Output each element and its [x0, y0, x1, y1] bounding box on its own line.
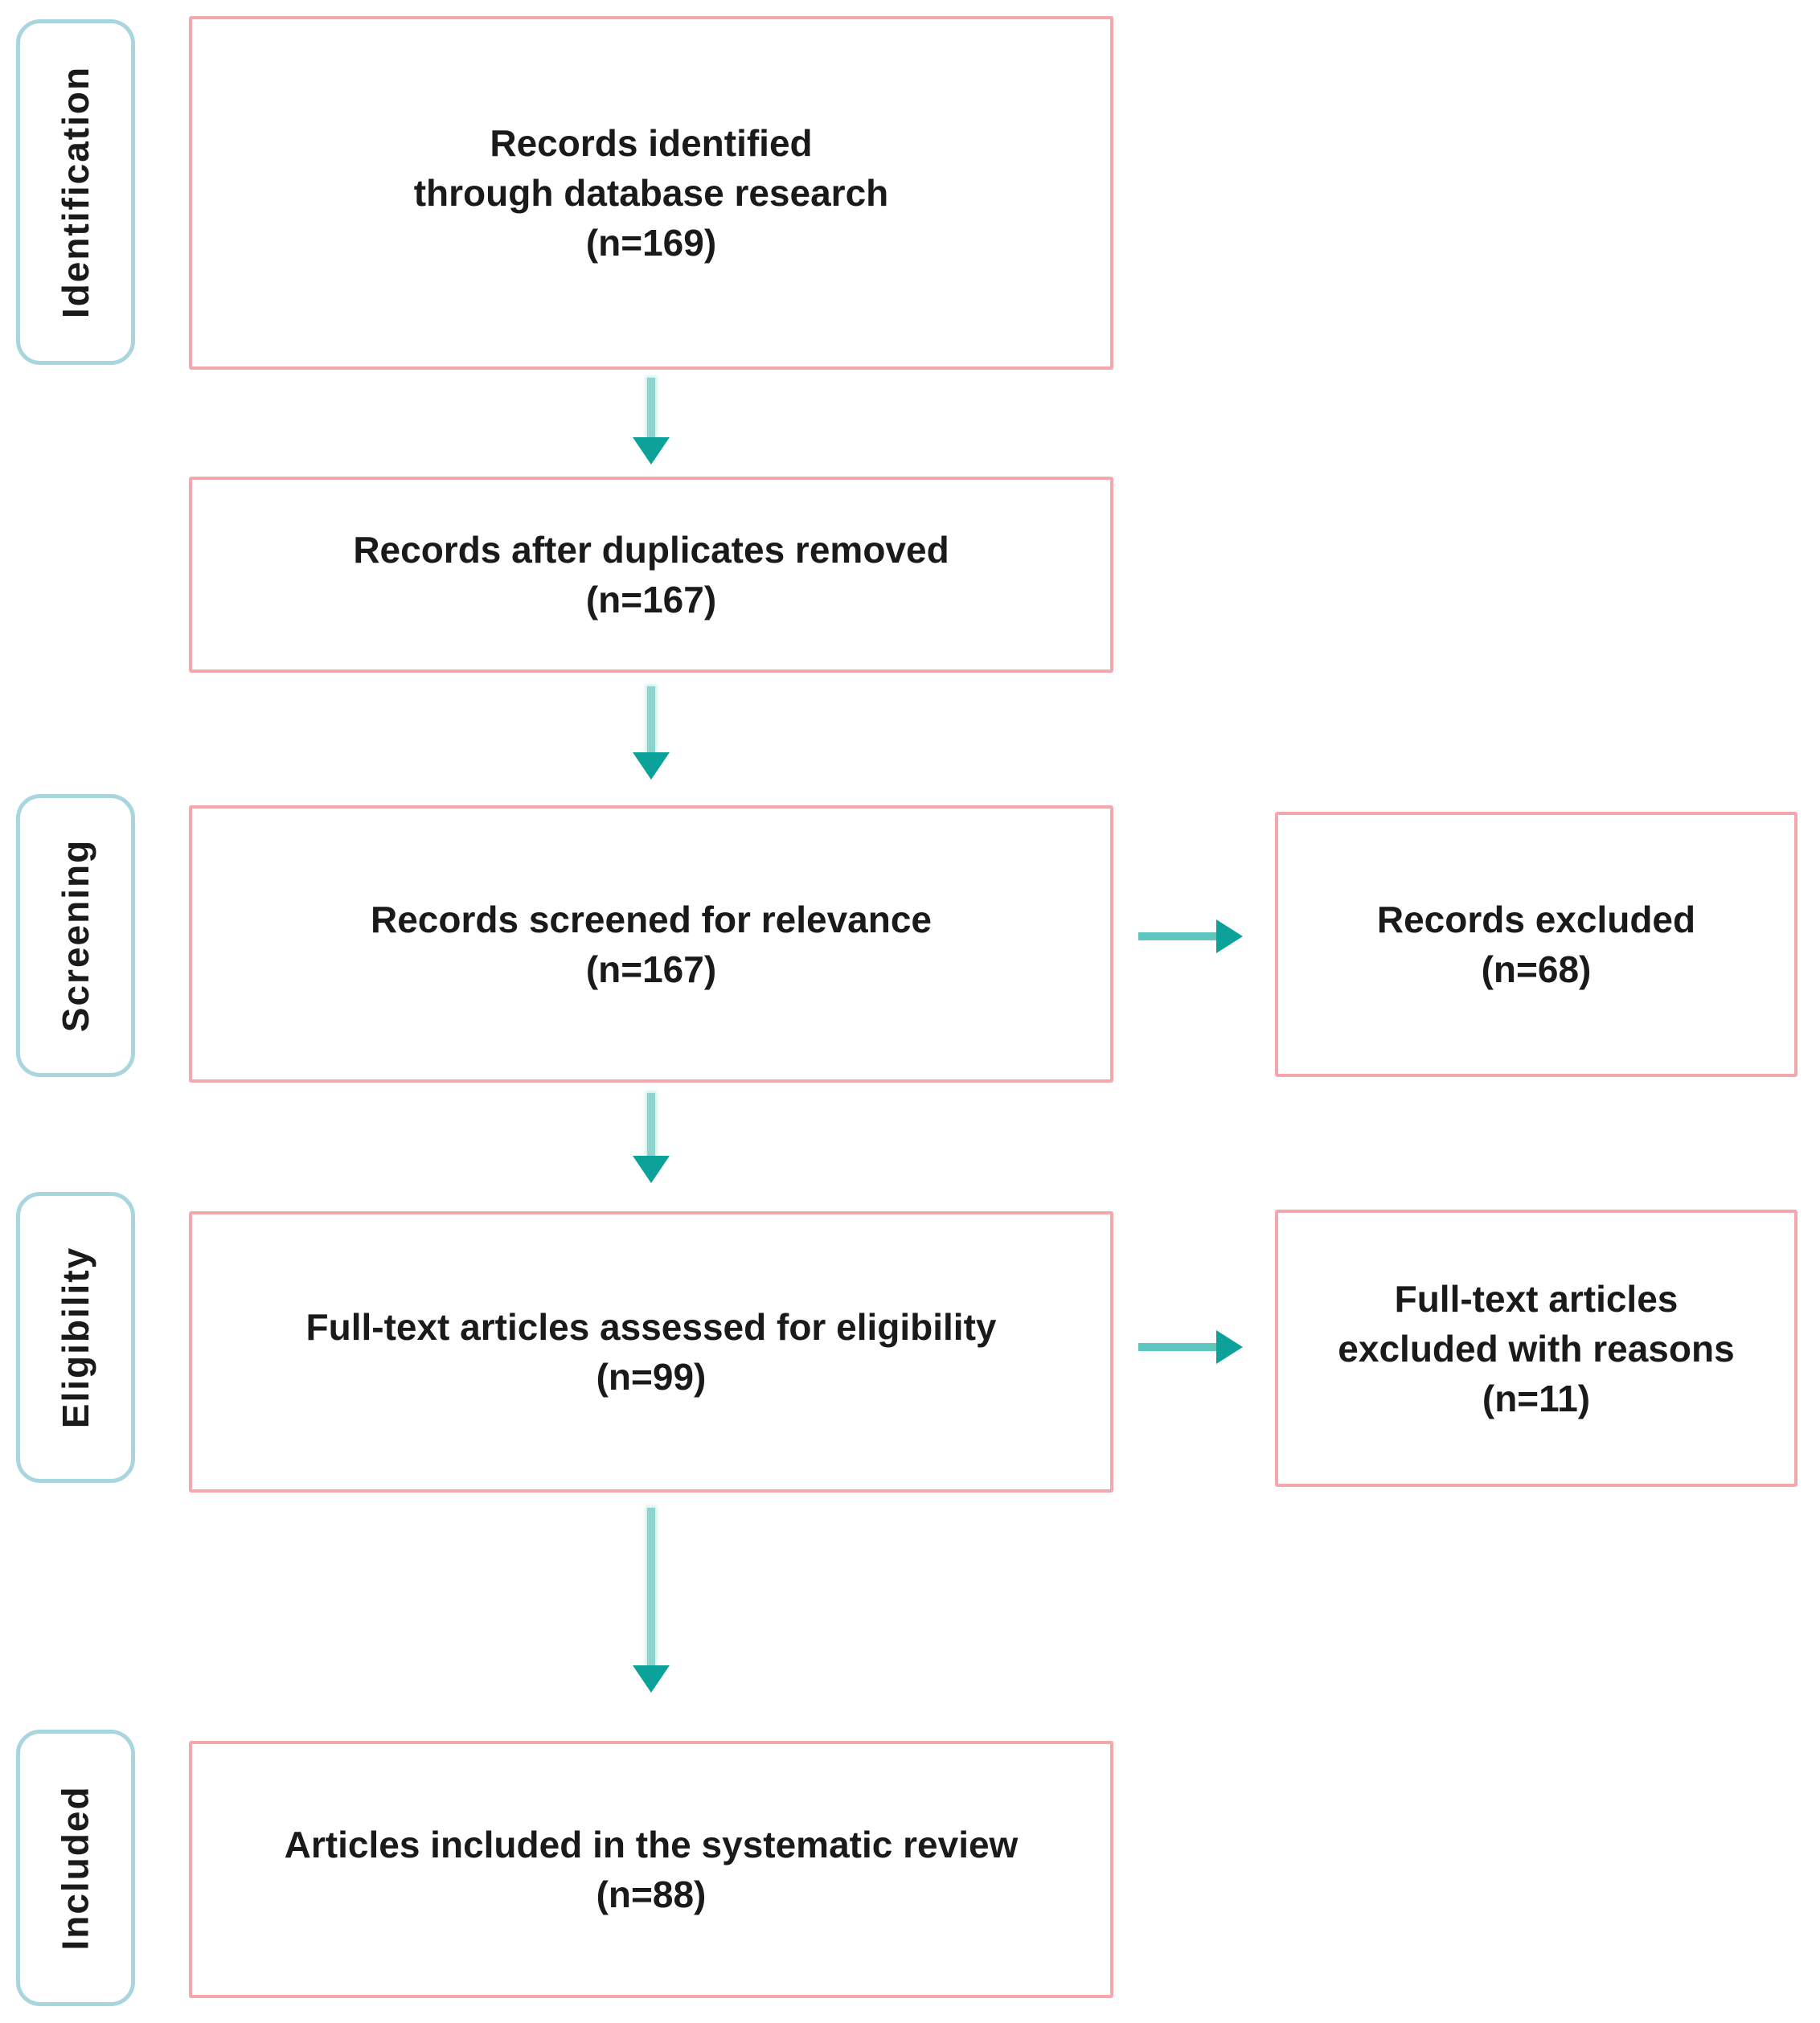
stage-label-screening: Screening: [16, 794, 135, 1077]
box-count-line: (n=11): [1482, 1377, 1591, 1419]
stage-label-identification: Identification: [16, 19, 135, 365]
flow-box-articles-included: Articles included in the systematic revi…: [189, 1741, 1113, 1998]
flow-box-fulltext-assessed: Full-text articles assessed for eligibil…: [189, 1211, 1113, 1493]
flow-box-fulltext-excluded: Full-text articles excluded with reasons…: [1275, 1210, 1797, 1487]
arrow-shaft: [647, 378, 655, 437]
arrow-head: [633, 752, 670, 780]
arrow-right-icon: [1138, 1329, 1243, 1365]
stage-label-text: Included: [55, 1785, 96, 1951]
box-text-line: Records screened for relevance: [370, 898, 933, 940]
box-count-line: (n=88): [596, 1874, 707, 1915]
flow-box-records-excluded: Records excluded (n=68): [1275, 812, 1797, 1077]
stage-label-eligibility: Eligibility: [16, 1192, 135, 1483]
stage-label-included: Included: [16, 1730, 135, 2006]
box-count-line: (n=99): [596, 1356, 707, 1398]
box-text-line: through database research: [413, 172, 889, 214]
arrow-head: [1216, 919, 1243, 953]
box-text-line: Articles included in the systematic revi…: [284, 1824, 1019, 1865]
arrow-shaft: [1138, 1343, 1216, 1351]
arrow-head: [633, 1156, 670, 1183]
arrow-down-icon: [632, 686, 670, 780]
box-count-line: (n=167): [585, 579, 717, 620]
arrow-shaft: [1138, 932, 1216, 940]
arrow-head: [633, 1665, 670, 1693]
arrow-down-icon: [632, 378, 670, 465]
box-text-line: Records excluded: [1376, 899, 1696, 940]
arrow-shaft: [647, 686, 655, 752]
stage-label-text: Identification: [55, 65, 97, 319]
arrow-right-icon: [1138, 919, 1243, 954]
flow-box-records-identified: Records identified through database rese…: [189, 16, 1113, 370]
flow-box-records-screened: Records screened for relevance (n=167): [189, 805, 1113, 1083]
arrow-shaft: [647, 1508, 655, 1665]
box-text-line: Records after duplicates removed: [353, 529, 949, 571]
box-count-line: (n=169): [585, 222, 717, 264]
box-text-line: excluded with reasons: [1338, 1327, 1735, 1370]
arrow-shaft: [647, 1093, 655, 1156]
arrow-down-icon: [632, 1093, 670, 1183]
flow-box-records-after-duplicates: Records after duplicates removed (n=167): [189, 477, 1113, 673]
box-text-line: Full-text articles: [1394, 1277, 1679, 1320]
box-text-line: Full-text articles assessed for eligibil…: [305, 1306, 997, 1348]
box-count-line: (n=68): [1481, 948, 1592, 990]
arrow-down-icon: [632, 1508, 670, 1693]
arrow-head: [633, 437, 670, 465]
stage-label-text: Screening: [55, 838, 97, 1033]
stage-label-text: Eligibility: [55, 1246, 96, 1429]
box-text-line: Records identified: [490, 122, 813, 164]
arrow-head: [1216, 1330, 1243, 1364]
box-count-line: (n=167): [585, 948, 717, 990]
